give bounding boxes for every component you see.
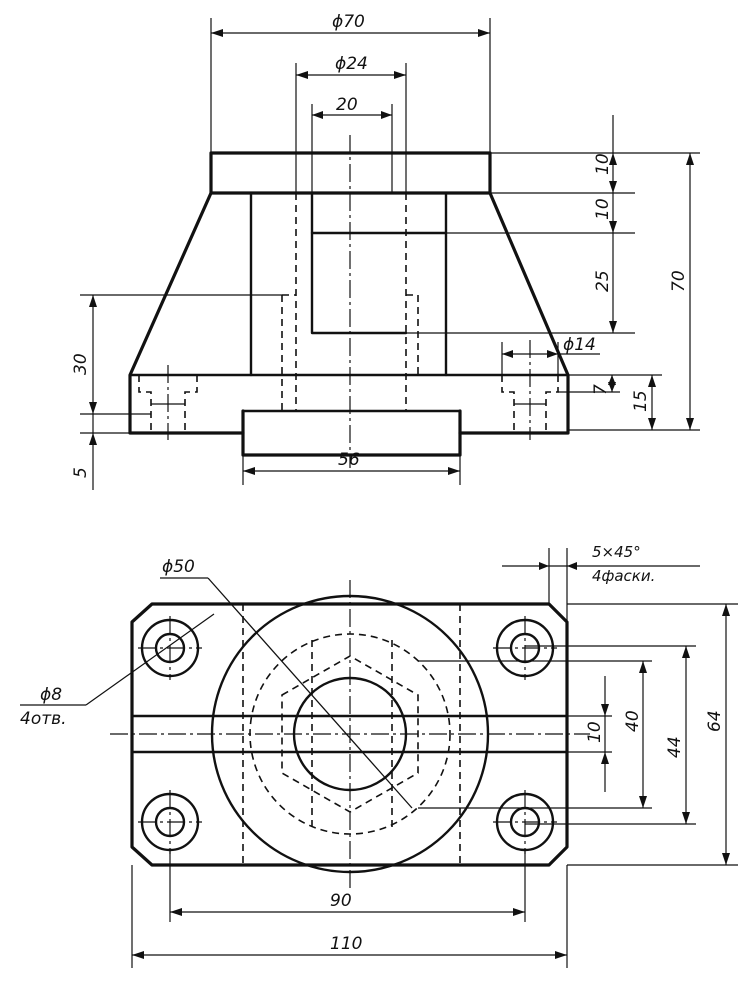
dim-right-chain: 10 10 25 <box>406 115 700 334</box>
mount-hole-bl <box>138 790 202 854</box>
mount-hole-br <box>493 790 557 854</box>
dim-label-w20: 20 <box>336 95 358 115</box>
dim-w20: 20 <box>311 95 393 193</box>
dim-label-w44: 44 <box>665 736 685 758</box>
dim-label-h70: 70 <box>669 270 689 292</box>
dim-w64: 64 <box>567 603 738 866</box>
front-left-hole <box>138 365 198 440</box>
mount-hole-tl <box>138 616 202 680</box>
dim-label-d24: ϕ24 <box>335 54 368 74</box>
bore-pocket <box>310 191 408 335</box>
front-view: ϕ70 ϕ24 20 <box>71 12 700 490</box>
dim-label-w10: 10 <box>585 721 605 743</box>
dim-label-chamfer: 5×45° <box>592 543 641 561</box>
bottom-boss-outline <box>241 409 462 457</box>
dim-label-h25: 25 <box>593 270 613 292</box>
dim-d70: ϕ70 <box>210 12 491 153</box>
dim-label-chamfer-note: 4фаски. <box>592 567 655 585</box>
top-view: ϕ50 ϕ8 4отв. 5×45° 4фаски. 10 <box>20 543 738 968</box>
hidden-step-right <box>406 294 419 375</box>
leader-d50 <box>207 577 413 809</box>
dim-label-d8: ϕ8 <box>40 685 62 705</box>
dim-label-h5: 5 <box>71 467 91 478</box>
body-left-side <box>128 191 245 435</box>
base-plate-outline <box>130 602 569 867</box>
mount-hole-tr <box>493 616 557 680</box>
dim-h30: 30 5 <box>71 294 282 490</box>
dim-label-w56: 56 <box>338 450 360 470</box>
dim-h70: 70 <box>568 153 700 431</box>
dim-d8: ϕ8 4отв. <box>20 613 215 729</box>
dim-label-w40: 40 <box>623 710 643 732</box>
dim-d50: ϕ50 <box>160 557 208 579</box>
dim-label-w110: 110 <box>330 934 362 954</box>
dim-h7-h15: 7 15 <box>558 374 662 430</box>
dim-w10: 10 <box>567 676 612 792</box>
dim-d14: ϕ14 <box>501 335 600 375</box>
dim-label-h15: 15 <box>631 390 651 412</box>
body-right-side <box>458 191 570 435</box>
dim-label-h7: 7 <box>591 384 611 395</box>
front-right-hole <box>501 340 559 440</box>
dim-label-w64: 64 <box>705 710 725 732</box>
dim-w56: 56 <box>242 450 461 485</box>
dim-w44: 44 <box>525 645 696 825</box>
dim-d24: ϕ24 <box>295 54 407 193</box>
dim-label-d14: ϕ14 <box>563 335 596 355</box>
dim-chamfer: 5×45° 4фаски. <box>502 543 700 622</box>
dim-w90: 90 <box>169 850 526 922</box>
dim-w110: 110 <box>131 865 568 968</box>
dim-w40: 40 <box>418 660 652 809</box>
dim-label-h10b: 10 <box>593 198 613 220</box>
dim-label-w90: 90 <box>330 891 352 911</box>
dim-label-h10a: 10 <box>593 153 613 175</box>
dim-label-holes: 4отв. <box>20 709 67 729</box>
dim-label-h30: 30 <box>71 353 91 375</box>
dim-label-d70: ϕ70 <box>332 12 365 32</box>
dim-label-d50: ϕ50 <box>162 557 195 577</box>
